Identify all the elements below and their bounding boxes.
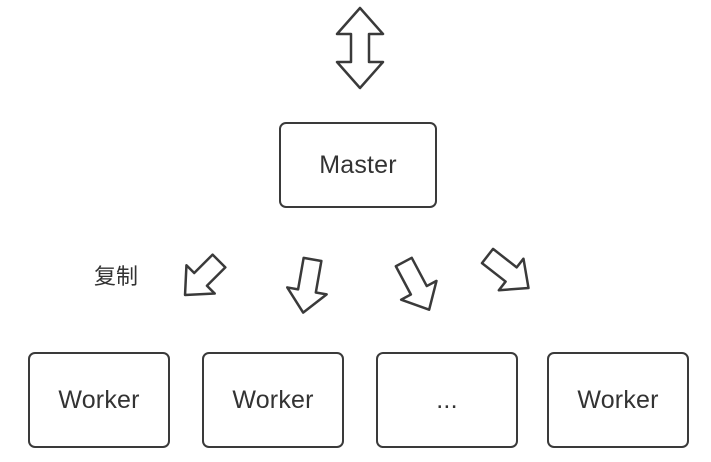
worker-node-1: Worker <box>28 352 170 448</box>
worker-node-2: Worker <box>202 352 344 448</box>
worker-node-4: Worker <box>547 352 689 448</box>
double-arrow-vertical-icon <box>335 6 385 90</box>
worker-label: Worker <box>232 385 314 414</box>
worker-node-ellipsis: ... <box>376 352 518 448</box>
worker-label: Worker <box>58 385 140 414</box>
arrow-down-right-icon <box>394 256 438 311</box>
arrow-down-right-icon <box>480 247 530 292</box>
replicate-label: 复制 <box>94 265 139 290</box>
master-node: Master <box>279 122 437 208</box>
arrow-down-left-icon <box>183 253 227 297</box>
arrow-down-icon <box>286 256 328 314</box>
worker-label: Worker <box>577 385 659 414</box>
ellipsis-label: ... <box>436 385 458 414</box>
master-label: Master <box>319 150 397 179</box>
